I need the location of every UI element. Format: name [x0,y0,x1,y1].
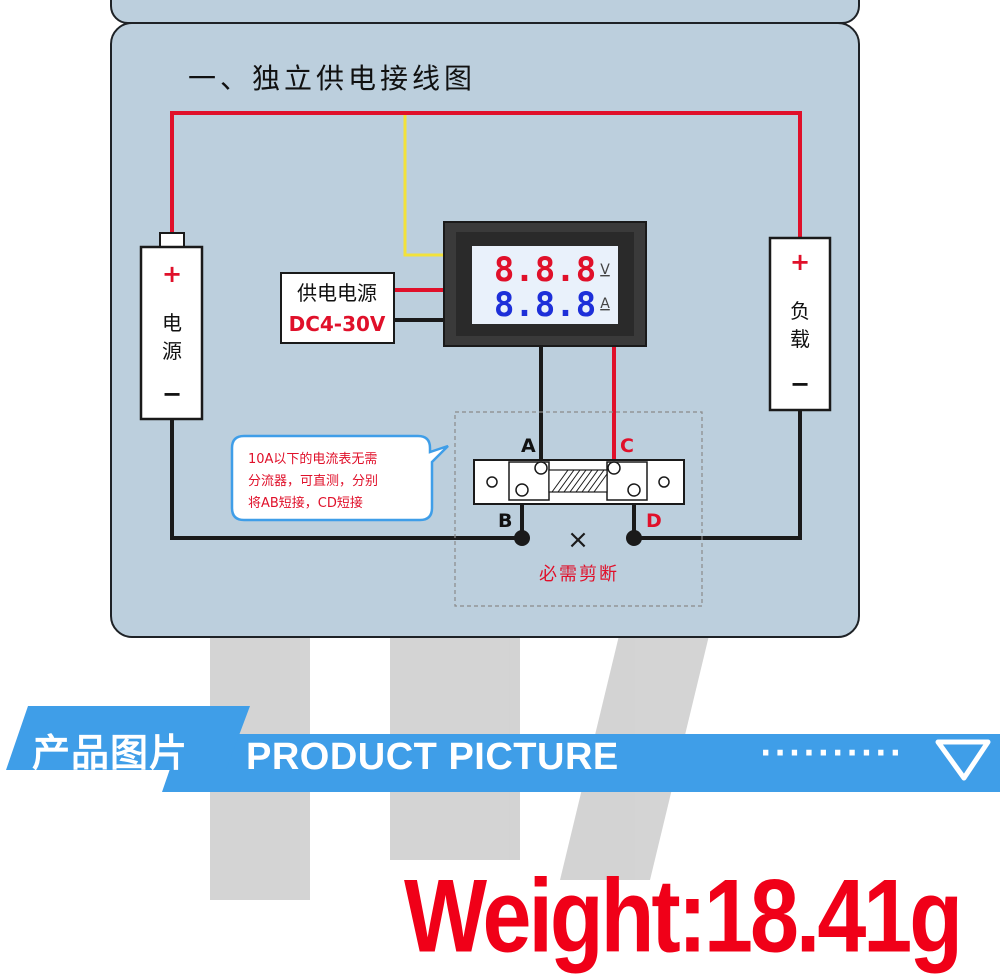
battery-minus: − [162,380,182,408]
terminal-a: A [521,435,536,457]
terminal-d: D [646,510,662,532]
red-wire [170,111,802,460]
node-b [514,530,530,546]
current-display: 8.8.8 [494,285,596,325]
power-supply-box [280,272,395,344]
banner-chinese-title: 产品图片 [32,731,189,775]
unit-a: A [600,296,610,312]
diagram-title: 一、独立供电接线图 [188,62,476,95]
banner-bar [162,734,1000,792]
cut-label: 必需剪断 [539,564,619,585]
battery-label-1: 电 [162,311,182,335]
weight-label: Weight:18.41g [404,857,963,974]
load-plus: + [790,248,810,276]
cut-mark: × [567,525,589,555]
battery-plus: + [162,260,182,288]
note-line-1: 10A以下的电流表无需 [248,451,377,467]
note-bubble: 10A以下的电流表无需 分流器，可直测，分别 将AB短接，CD短接 [230,434,449,522]
shunt-area [454,411,703,607]
load-label-1: 负 [790,299,810,323]
battery-label-2: 源 [162,339,182,363]
terminal-b: B [498,510,512,532]
wiring-diagram: 一、独立供电接线图 + 电 源 − + 负 载 − 供电电源 DC4-30V 8… [139,62,832,607]
unit-v: V [600,262,610,278]
shunt [473,459,685,505]
banner-english-title: PRODUCT PICTURE [246,736,619,778]
note-line-3: 将AB短接，CD短接 [248,495,363,511]
voltage-display: 8.8.8 [494,250,596,290]
load-body [768,236,832,412]
volt-amp-meter: 8.8.8 V 8.8.8 A [443,221,647,347]
power-supply-label: 供电电源 [297,281,377,305]
yellow-wire [403,115,444,257]
node-d [626,530,642,546]
terminal-c: C [620,435,634,457]
note-line-2: 分流器，可直测，分别 [248,474,378,489]
banner-tab [6,706,250,770]
triangle-down-icon [935,739,991,781]
battery-body [139,245,204,421]
load-minus: − [790,370,810,398]
black-wire [170,318,802,540]
banner-dots: ·········· [760,736,904,771]
banner-shapes [6,706,1000,792]
load-label-2: 载 [790,327,810,351]
power-supply-voltage: DC4-30V [289,312,386,336]
